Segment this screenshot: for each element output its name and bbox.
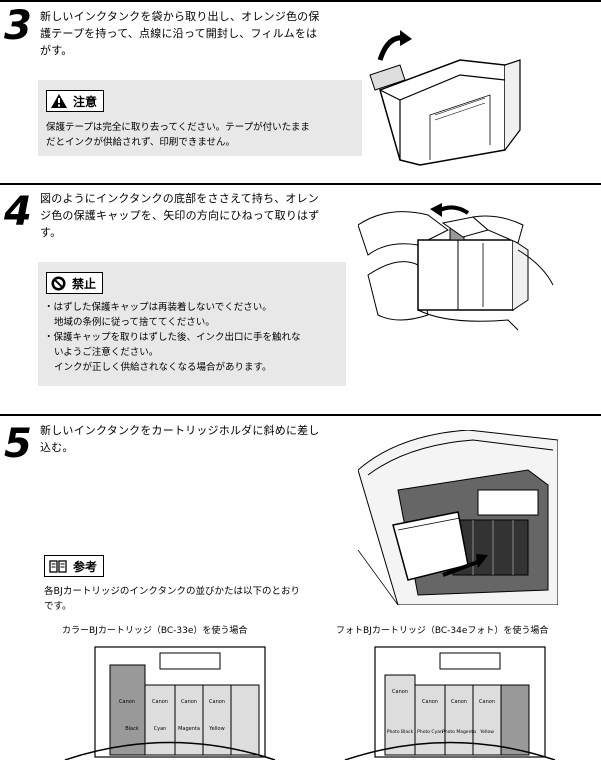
step5-number: 5 <box>4 421 32 467</box>
reference-text: 各BJカートリッジのインクタンクの並びかたは以下のとおり です。 <box>44 586 300 612</box>
step4-number: 4 <box>4 189 32 235</box>
left-tank-brand-labels: Canon Canon Canon Canon <box>119 699 225 705</box>
reference-label: 参考 <box>44 555 105 577</box>
step5-top-rule <box>0 414 601 416</box>
left-tank-brand: Canon <box>152 699 168 705</box>
right-tank-brand: Canon <box>479 699 495 705</box>
step4-instruction: 図のようにインクタンクの底部をささえて持ち、オレン ジ色の保護キャップを、矢印の… <box>40 192 320 239</box>
left-tank-label: Black <box>125 726 139 732</box>
remove-cap-illustration <box>358 203 554 331</box>
warning-icon <box>51 94 67 108</box>
step3-top-rule <box>0 0 601 2</box>
caution-label: 注意 <box>46 90 105 112</box>
left-tank-color-labels: Black Cyan Magenta Yellow <box>125 726 224 732</box>
right-tank-brand: Canon <box>422 699 438 705</box>
caution-text: 保護テープは完全に取り去ってください。テープが付いたまま だとインクが供給されず… <box>46 122 310 148</box>
caption-color-cartridge: カラーBJカートリッジ（BC-33e）を使う場合 <box>62 626 248 636</box>
right-tank-label: Yellow <box>479 729 494 735</box>
right-tank-label: Photo Magenta <box>442 729 476 735</box>
prohibition-text: ・はずした保護キャップは再装着しないでください。 地域の条例に従って捨ててくださ… <box>44 302 301 373</box>
right-tank-label: Photo Cyan <box>417 729 443 735</box>
right-tank-brand: Canon <box>451 699 467 705</box>
prohibition-label: 禁止 <box>46 272 104 294</box>
left-tank-label: Magenta <box>178 726 200 732</box>
book-icon <box>49 559 67 573</box>
step3-caution-box: 注意 保護テープは完全に取り去ってください。テープが付いたまま だとインクが供給… <box>38 80 362 156</box>
step3-instruction: 新しいインクタンクを袋から取り出し、オレンジ色の保 護テープを持って、点線に沿っ… <box>40 10 320 57</box>
step4-top-rule <box>0 183 601 185</box>
right-tank-color-labels: Photo Black Photo Cyan Photo Magenta Yel… <box>387 729 494 735</box>
color-cartridge-diagram: Canon Canon Canon Canon Black Cyan Magen… <box>64 646 276 760</box>
ink-tank-film-illustration <box>369 30 521 166</box>
install-tank-illustration <box>358 430 558 605</box>
step4-prohibition-box: 禁止 ・はずした保護キャップは再装着しないでください。 地域の条例に従って捨てて… <box>38 262 346 386</box>
right-tank-brand-labels: Canon Canon Canon Canon <box>392 689 495 705</box>
prohibition-icon <box>51 276 66 291</box>
step3-number: 3 <box>4 3 32 49</box>
left-tank-label: Yellow <box>208 726 224 732</box>
photo-cartridge-diagram: Canon Canon Canon Canon Photo Black Phot… <box>344 646 556 760</box>
left-tank-label: Cyan <box>154 726 167 732</box>
right-tank-brand: Canon <box>392 689 408 695</box>
left-tank-brand: Canon <box>181 699 197 705</box>
caption-photo-cartridge: フォトBJカートリッジ（BC-34eフォト）を使う場合 <box>336 626 549 636</box>
step5-instruction: 新しいインクタンクをカートリッジホルダに斜めに差し 込む。 <box>40 424 320 454</box>
right-tank-label: Photo Black <box>387 729 414 735</box>
left-tank-brand: Canon <box>209 699 225 705</box>
left-tank-brand: Canon <box>119 699 135 705</box>
